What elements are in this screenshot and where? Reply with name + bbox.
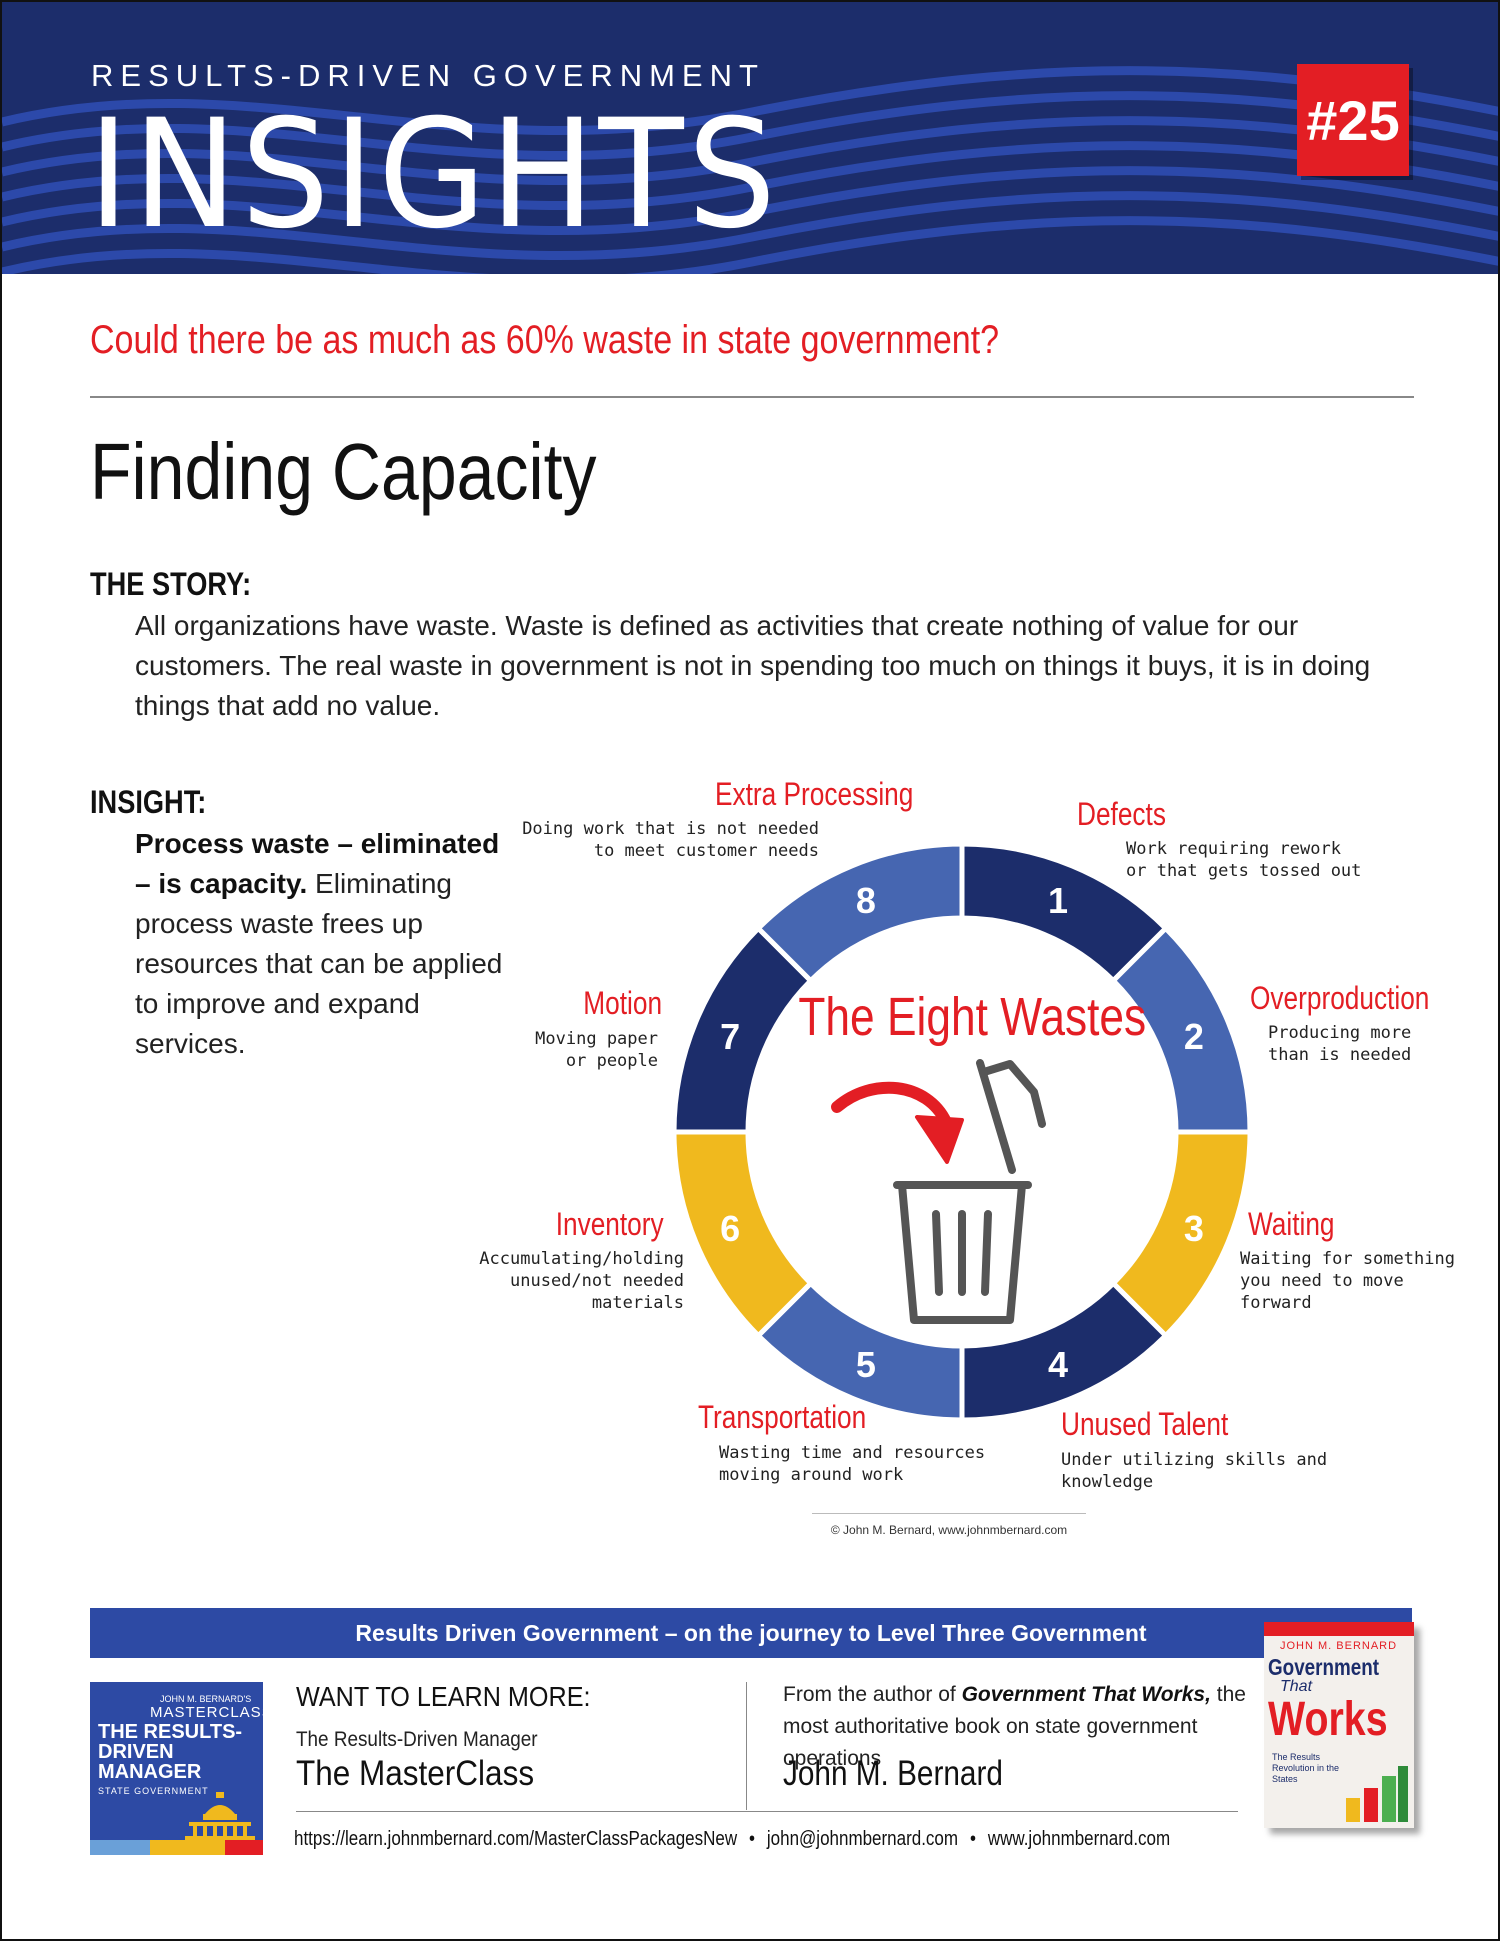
- separator-dot: •: [969, 1828, 976, 1850]
- footer-divider: [296, 1811, 1238, 1812]
- divider: [90, 396, 1414, 398]
- wheel-number-4: 4: [1048, 1344, 1068, 1385]
- waste-name-1: Defects: [1077, 796, 1166, 832]
- waste-name-4: Unused Talent: [1061, 1406, 1229, 1442]
- waste-name-2: Overproduction: [1250, 980, 1430, 1016]
- logo-line1: JOHN M. BERNARD'S: [160, 1694, 252, 1704]
- wheel-number-8: 8: [856, 880, 876, 921]
- wheel-number-5: 5: [856, 1344, 876, 1385]
- waste-description-line: to meet customer needs: [593, 841, 819, 861]
- website-link[interactable]: www.johnmbernard.com: [987, 1828, 1171, 1850]
- book-title: Government That Works,: [961, 1683, 1211, 1706]
- book-cover: JOHN M. BERNARD Government That Works Th…: [1264, 1622, 1414, 1828]
- wheel-number-2: 2: [1184, 1016, 1204, 1057]
- learn-more-heading: WANT TO LEARN MORE:: [296, 1681, 591, 1712]
- separator-dot: •: [749, 1828, 756, 1850]
- waste-description-line: Accumulating/holding: [479, 1249, 684, 1269]
- waste-name-7: Motion: [583, 985, 662, 1021]
- waste-name-6: Inventory: [556, 1206, 664, 1242]
- masterclass-logo: JOHN M. BERNARD'S MASTERCLASS THE RESULT…: [90, 1682, 263, 1855]
- author-desc-post: the most authoritative book on state gov…: [783, 1683, 1246, 1770]
- waste-description-line: materials: [591, 1293, 684, 1313]
- author-name: John M. Bernard: [783, 1754, 1003, 1793]
- contact-line: https://learn.johnmbernard.com/MasterCla…: [294, 1828, 1170, 1851]
- insight-text: Process waste – eliminated – is capacity…: [135, 824, 505, 1064]
- waste-description-line: than is needed: [1268, 1045, 1412, 1065]
- book-title-1: Government: [1268, 1654, 1380, 1680]
- logo-strip-red: [225, 1840, 263, 1855]
- email-link[interactable]: john@johnmbernard.com: [766, 1828, 959, 1850]
- wheel-number-7: 7: [720, 1016, 740, 1057]
- insight-rest: Eliminating process waste frees up resou…: [135, 868, 503, 1059]
- header-banner: RESULTS-DRIVEN GOVERNMENT INSIGHTS #25: [2, 2, 1498, 274]
- waste-description-line: moving around work: [719, 1465, 904, 1485]
- footer-banner: Results Driven Government – on the journ…: [90, 1608, 1412, 1658]
- wheel-title: The Eight Wastes: [798, 987, 1147, 1047]
- issue-badge: #25: [1297, 64, 1409, 176]
- waste-name-5: Transportation: [698, 1399, 867, 1435]
- logo-line4: STATE GOVERNMENT: [98, 1786, 209, 1796]
- page-title: Finding Capacity: [90, 427, 597, 516]
- waste-description-line: or people: [565, 1051, 658, 1071]
- story-label: THE STORY:: [90, 566, 252, 602]
- wheel-number-6: 6: [720, 1208, 740, 1249]
- wheel-number-3: 3: [1184, 1208, 1204, 1249]
- waste-description-line: or that gets tossed out: [1126, 861, 1362, 881]
- book-topbar: [1264, 1622, 1414, 1636]
- course-subtitle: The Results-Driven Manager: [296, 1728, 538, 1751]
- course-title: The MasterClass: [296, 1754, 535, 1793]
- logo-line2: MASTERCLASS: [150, 1704, 263, 1721]
- waste-description-line: Producing more: [1268, 1023, 1412, 1043]
- waste-description-line: you need to move: [1240, 1271, 1404, 1291]
- waste-name-8: Extra Processing: [715, 776, 914, 812]
- copyright: © John M. Bernard, www.johnmbernard.com: [830, 1523, 1068, 1537]
- waste-name-3: Waiting: [1248, 1206, 1335, 1242]
- masterclass-link[interactable]: https://learn.johnmbernard.com/MasterCla…: [294, 1828, 738, 1850]
- wave-pattern: [2, 66, 1498, 274]
- wheel-number-1: 1: [1048, 880, 1068, 921]
- headline-question: Could there be as much as 60% waste in s…: [90, 318, 1000, 362]
- waste-description-line: Under utilizing skills and: [1061, 1450, 1328, 1470]
- waste-description-line: Work requiring rework: [1126, 839, 1341, 859]
- book-tagline: The Results Revolution in the States: [1272, 1752, 1340, 1784]
- header-title: INSIGHTS: [88, 88, 780, 262]
- logo-line3: THE RESULTS-DRIVEN MANAGER: [98, 1721, 243, 1783]
- insight-label: INSIGHT:: [90, 784, 207, 820]
- logo-strip-blue: [90, 1840, 150, 1855]
- book-author: JOHN M. BERNARD: [1280, 1640, 1398, 1652]
- waste-description-line: Wasting time and resources: [719, 1443, 986, 1463]
- insight-bold: Process waste – eliminated – is capacity…: [135, 828, 500, 899]
- header-subtitle: RESULTS-DRIVEN GOVERNMENT: [91, 58, 765, 93]
- bar-graphic-icon: [1346, 1766, 1408, 1822]
- waste-description-line: Waiting for something: [1240, 1249, 1455, 1269]
- author-desc-pre: From the author of: [783, 1683, 962, 1706]
- book-title-3: Works: [1268, 1693, 1388, 1746]
- waste-description-line: forward: [1240, 1293, 1312, 1313]
- logo-strip-yellow: [150, 1840, 225, 1855]
- waste-description-line: unused/not needed: [510, 1271, 684, 1291]
- author-description: From the author of Government That Works…: [783, 1679, 1253, 1775]
- story-text: All organizations have waste. Waste is d…: [135, 610, 1371, 721]
- wheel-segment-8: [754, 841, 965, 985]
- waste-description-line: Doing work that is not needed: [522, 819, 819, 839]
- waste-description-line: knowledge: [1061, 1472, 1154, 1492]
- book-title-2: That: [1280, 1678, 1313, 1695]
- copyright-divider: [812, 1513, 1086, 1514]
- vertical-divider: [746, 1682, 747, 1810]
- waste-description-line: Moving paper: [535, 1029, 658, 1049]
- capitol-icon: [185, 1792, 255, 1840]
